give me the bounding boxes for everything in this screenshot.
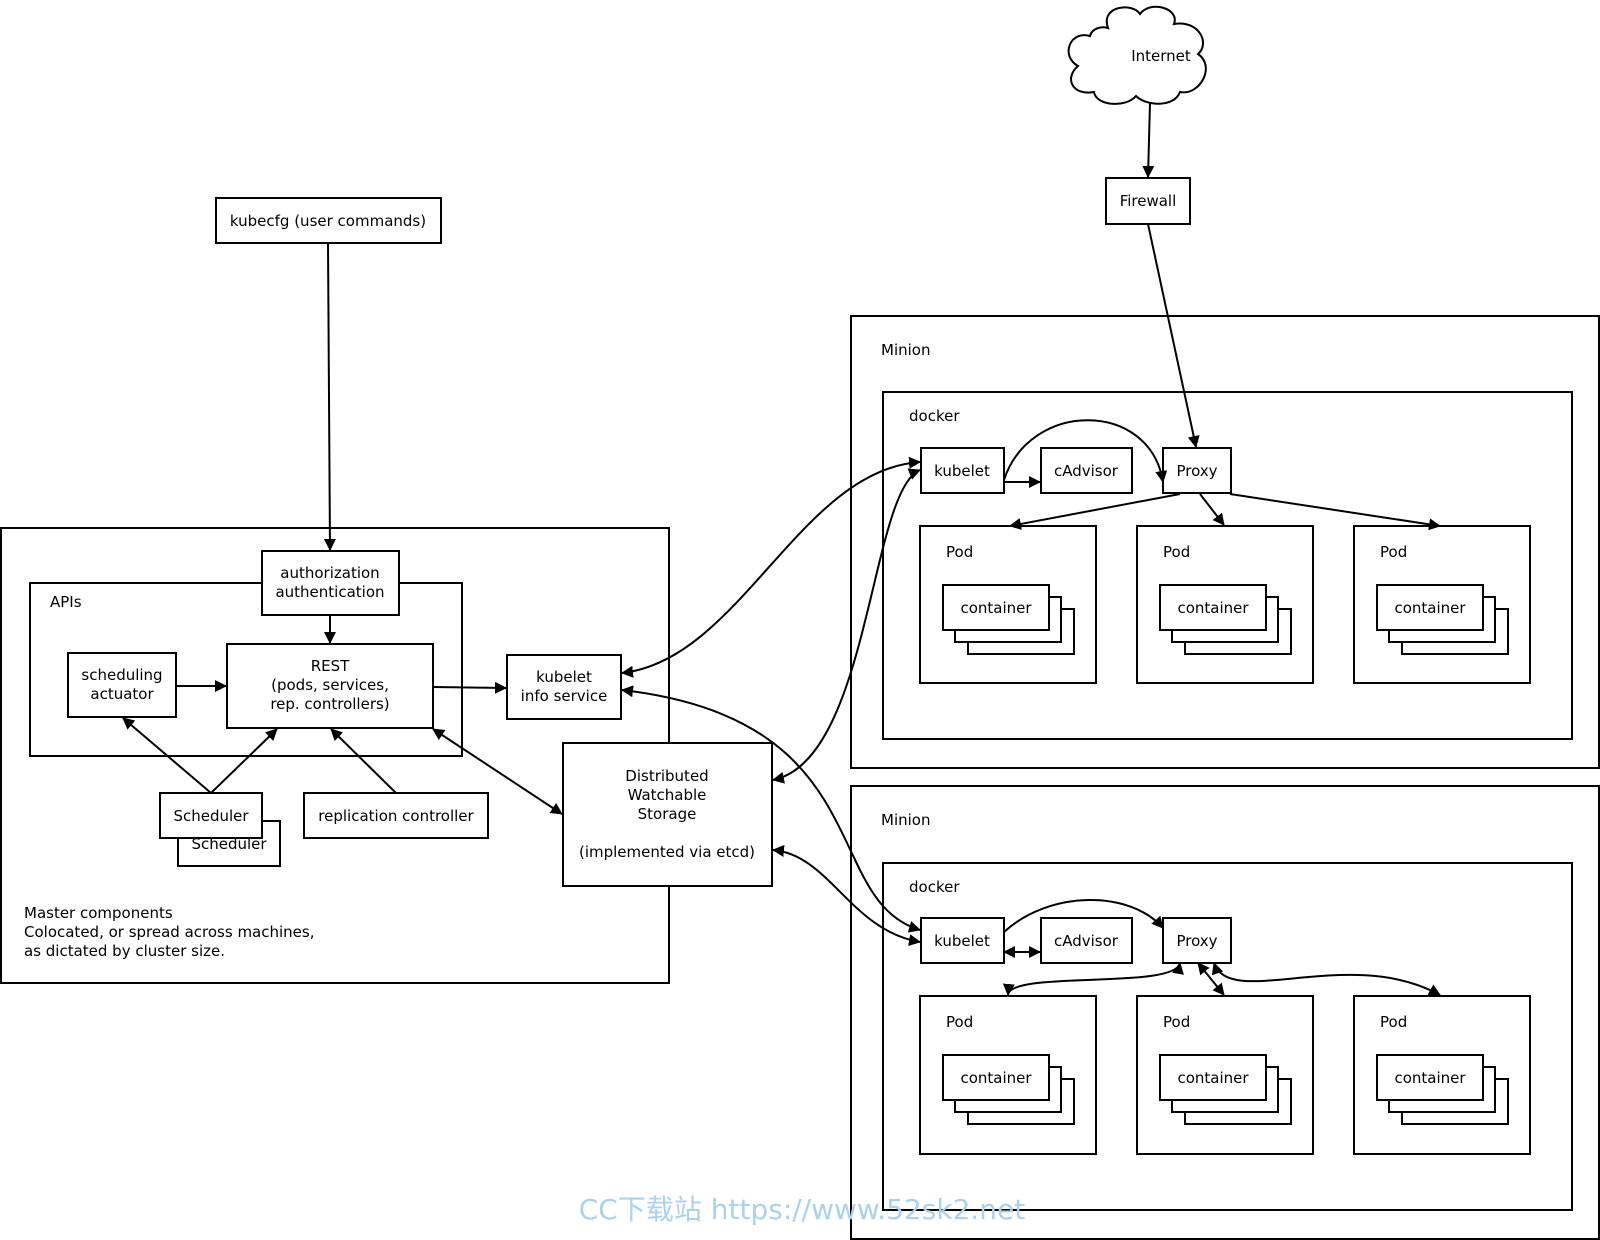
- cadvisor-label: cAdvisor: [1054, 932, 1119, 950]
- pod-label: Pod: [946, 1013, 973, 1031]
- rest-line2: (pods, services,: [271, 676, 389, 694]
- scheduling-actuator-node: scheduling actuator: [67, 652, 177, 718]
- kubelet-label: kubelet: [934, 932, 990, 950]
- kubelet-info-line1: kubelet: [536, 668, 592, 686]
- arrow-kubelet1-proxy-arc: [1003, 419, 1168, 483]
- pod-label: Pod: [1163, 543, 1190, 561]
- docker-label: docker: [909, 878, 960, 896]
- kubelet-info-service-node: kubelet info service: [506, 654, 622, 720]
- rest-line1: REST: [311, 657, 350, 675]
- arrow-proxy1-pod1: [1009, 493, 1181, 530]
- container-label: container: [960, 1069, 1032, 1087]
- arrow-replication-rest: [330, 728, 397, 794]
- arrow-proxy2-pod3: [1211, 962, 1441, 996]
- pod-label: Pod: [1380, 543, 1407, 561]
- arrow-rest-kubelet-info: [432, 681, 507, 694]
- auth-node: authorization authentication: [261, 550, 400, 616]
- pod: Pod container: [1353, 525, 1531, 684]
- watermark: CC下载站 https://www.52sk2.net: [579, 1193, 1026, 1226]
- proxy-node: [1162, 447, 1232, 494]
- master-caption-line1: Master components: [24, 904, 173, 922]
- cadvisor-node: [1040, 917, 1133, 964]
- pod: Pod container: [1353, 995, 1531, 1155]
- pod: Pod container: [1136, 995, 1314, 1155]
- storage-line1: Distributed: [625, 767, 708, 785]
- minion-frame: [850, 785, 1600, 1240]
- container-label: container: [1177, 599, 1249, 617]
- container-label: container: [960, 599, 1032, 617]
- container-label: container: [1394, 1069, 1466, 1087]
- storage-line3: Storage: [638, 805, 697, 823]
- pod-label: Pod: [1380, 1013, 1407, 1031]
- proxy-node: [1162, 917, 1232, 964]
- arrow-storage-kubelet2: [772, 844, 921, 947]
- proxy-label: Proxy: [1176, 462, 1217, 480]
- arrow-kubelet1-storage: [772, 468, 921, 784]
- cadvisor-node: [1040, 447, 1133, 494]
- arrow-proxy2-pod1: [1002, 962, 1184, 996]
- arrow-scheduler-scheduling: [122, 717, 212, 794]
- master-caption-line2: Colocated, or spread across machines,: [24, 923, 315, 941]
- arrow-rest-storage: [432, 728, 563, 815]
- replication-controller-node: replication controller: [303, 792, 489, 839]
- auth-line1: authorization: [280, 564, 379, 582]
- scheduler-stack: Scheduler Scheduler: [159, 792, 281, 867]
- arrow-scheduler-rest: [210, 728, 278, 794]
- internet-cloud: Internet: [1067, 5, 1207, 105]
- scheduling-line2: actuator: [90, 685, 154, 703]
- container-label: container: [1177, 1069, 1249, 1087]
- kubelet-label: kubelet: [934, 462, 990, 480]
- container-label: container: [1394, 599, 1466, 617]
- scheduling-line1: scheduling: [81, 666, 162, 684]
- rest-line3: rep. controllers): [270, 695, 389, 713]
- kubelet-node: [920, 447, 1005, 494]
- arrow-proxy2-pod2: [1197, 962, 1225, 996]
- apis-frame: [29, 582, 463, 757]
- arrow-kubecfg-auth: [323, 242, 336, 551]
- pod-label: Pod: [1163, 1013, 1190, 1031]
- kubecfg-label: kubecfg (user commands): [230, 212, 426, 230]
- minion-2: Minion docker kubelet cAdvisor Proxy Pod…: [850, 785, 1600, 1240]
- storage-line4: (implemented via etcd): [579, 843, 755, 861]
- scheduler-back-label: Scheduler: [191, 835, 267, 853]
- docker-frame: [882, 862, 1573, 1211]
- pod: Pod container: [919, 525, 1097, 684]
- kubelet-node: [920, 917, 1005, 964]
- connectors: [122, 102, 1441, 996]
- pod: Pod container: [919, 995, 1097, 1155]
- storage-node: Distributed Watchable Storage (implement…: [562, 742, 773, 887]
- pod-label: Pod: [946, 543, 973, 561]
- apis-label: APIs: [50, 593, 82, 611]
- pod: Pod container: [1136, 525, 1314, 684]
- arrow-internet-firewall: [1142, 102, 1155, 178]
- arrow-proxy1-pod3: [1229, 493, 1441, 531]
- master-components: APIs authorization authentication REST (…: [0, 527, 773, 984]
- kubecfg-node: kubecfg (user commands): [215, 197, 442, 244]
- minion-label: Minion: [881, 341, 930, 359]
- minion-label: Minion: [881, 811, 930, 829]
- master-caption-line3: as dictated by cluster size.: [24, 942, 225, 960]
- arrow-proxy1-pod2: [1199, 493, 1225, 526]
- arrow-kubelet1-info: [621, 456, 921, 678]
- proxy-label: Proxy: [1176, 932, 1217, 950]
- kubelet-info-line2: info service: [521, 687, 608, 705]
- firewall-label: Firewall: [1120, 192, 1177, 210]
- minion-1: Minion docker kubelet cAdvisor Proxy Pod…: [850, 315, 1600, 769]
- auth-line2: authentication: [275, 583, 384, 601]
- docker-label: docker: [909, 407, 960, 425]
- firewall-node: Firewall: [1105, 177, 1191, 225]
- cadvisor-label: cAdvisor: [1054, 462, 1119, 480]
- scheduler-label: Scheduler: [173, 807, 249, 825]
- replication-controller-label: replication controller: [318, 807, 474, 825]
- arrow-kubelet2-proxy-arc: [1003, 899, 1164, 933]
- storage-line2: Watchable: [628, 786, 707, 804]
- arrow-firewall-proxy: [1147, 223, 1200, 448]
- internet-label: Internet: [1131, 47, 1191, 65]
- rest-node: REST (pods, services, rep. controllers): [226, 643, 434, 729]
